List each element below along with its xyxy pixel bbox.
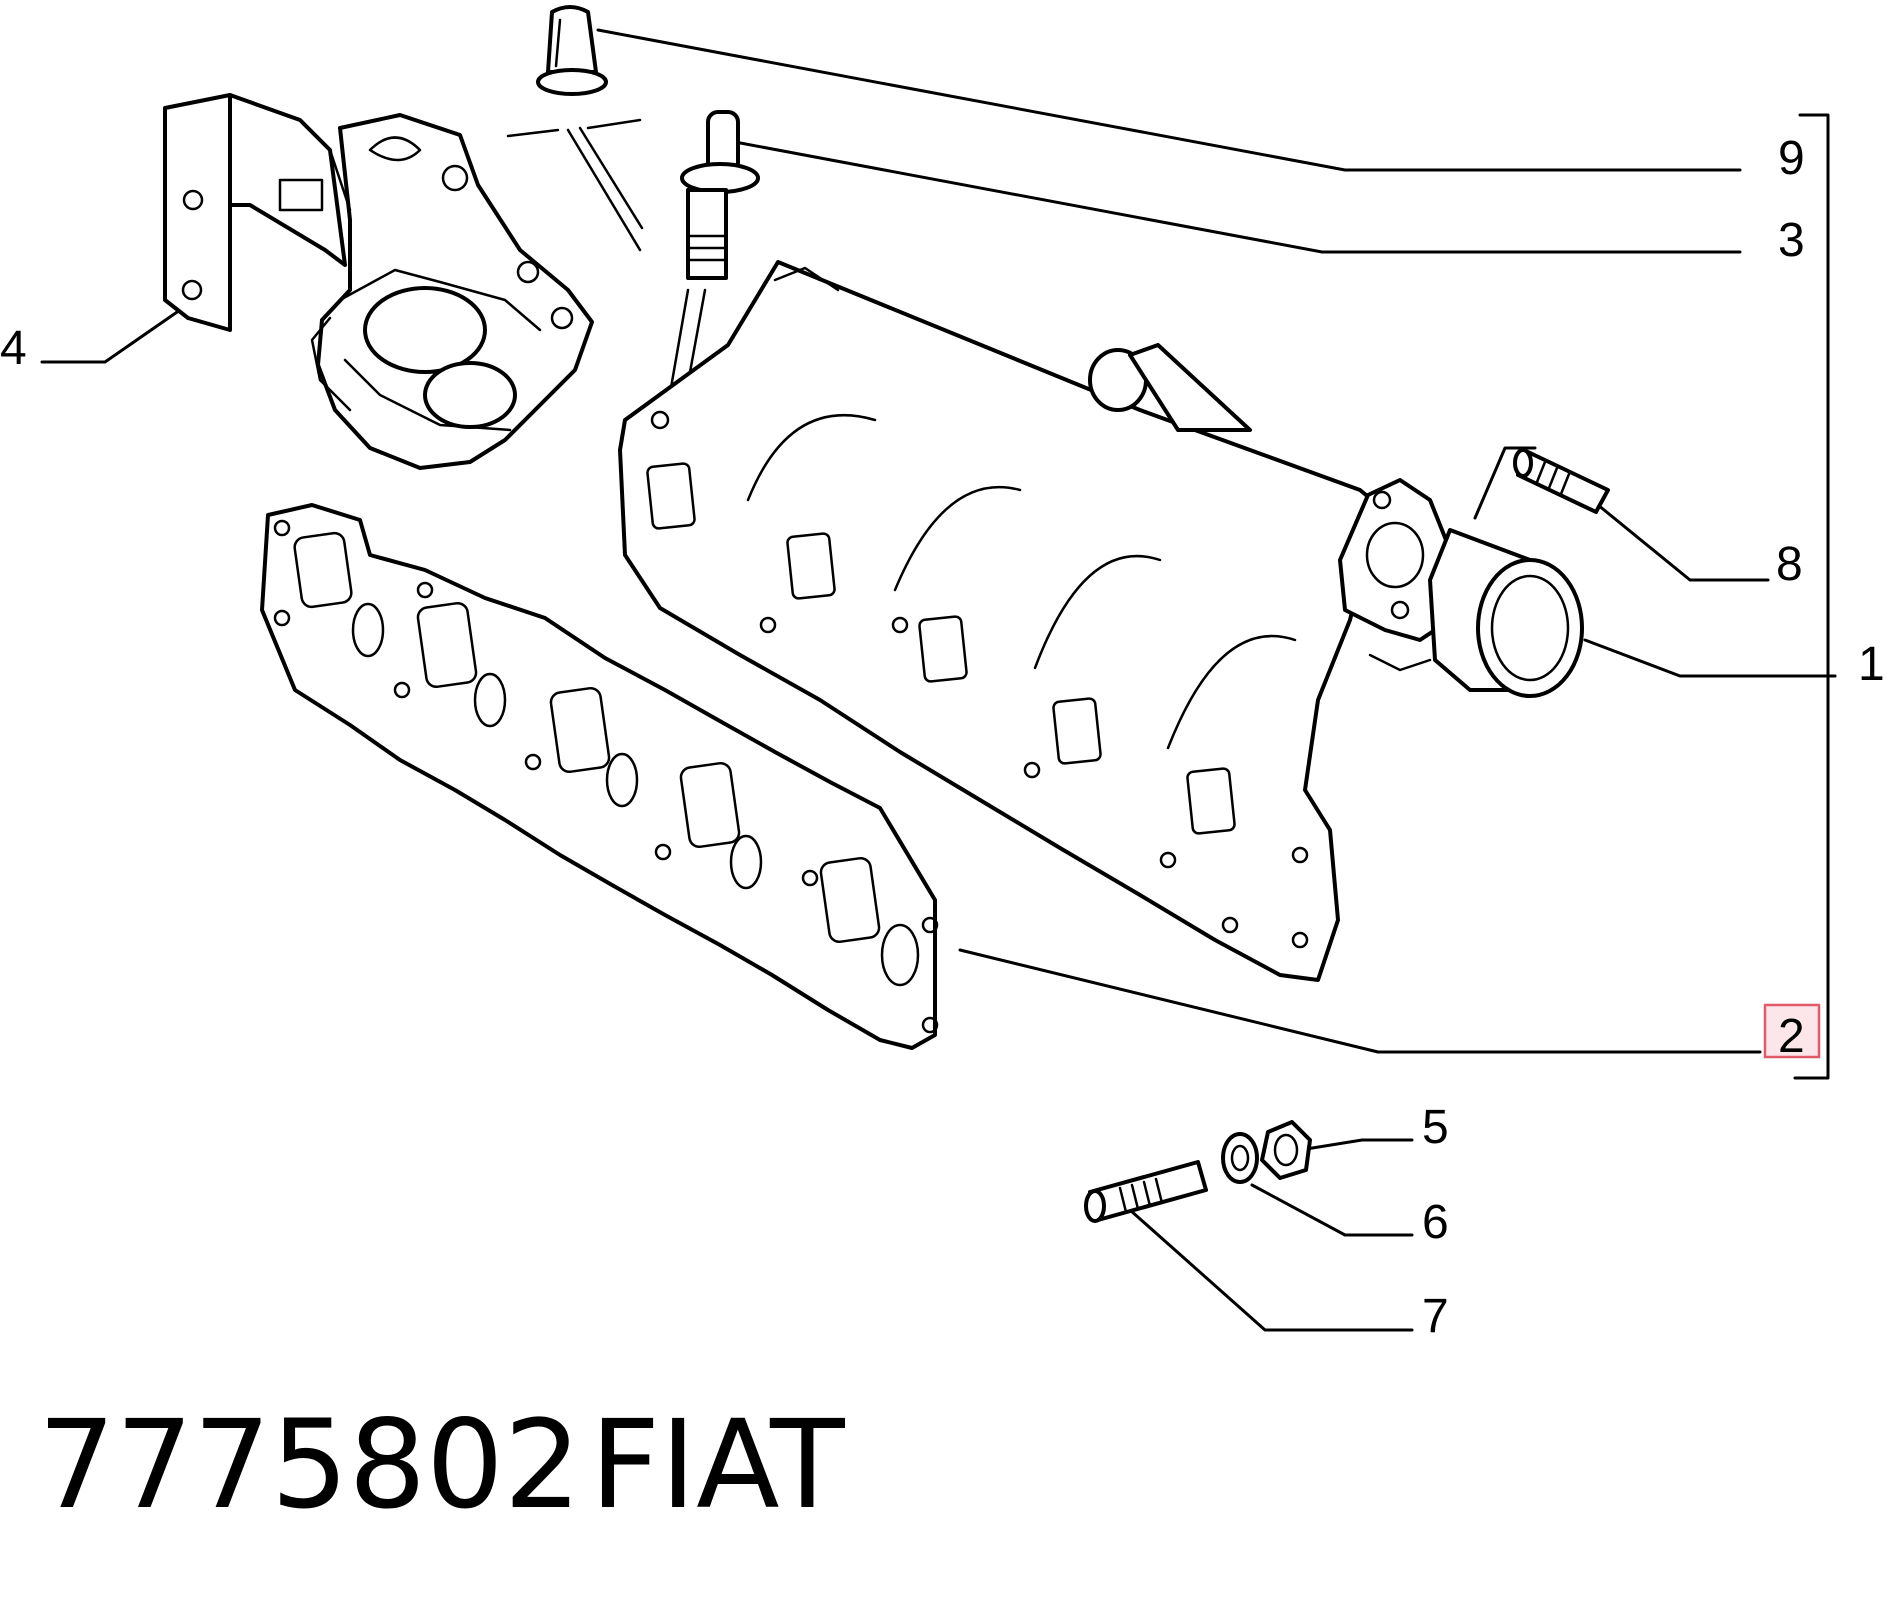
callout-6: 6 [1422,1196,1449,1249]
part-8-stud [1513,448,1610,514]
part-1-intake-manifold [618,260,1584,982]
leader-8-stud-to-manifold [1473,446,1537,520]
callout-9: 9 [1778,132,1805,185]
callout-4: 4 [0,322,27,375]
callout-3: 3 [1778,214,1805,267]
part-3-stud [666,110,760,407]
part-9-cap [536,5,608,96]
callout-2: 2 [1778,1010,1805,1063]
part-7-stud [1084,1160,1208,1223]
assembly-guide-lines [506,118,644,252]
callout-5: 5 [1422,1101,1449,1154]
part-6-washer [1221,1132,1259,1184]
brand-name: FIAT [590,1394,845,1536]
part-5-nut [1260,1120,1312,1180]
throttle-body [310,113,594,470]
part-2-gasket [260,503,939,1050]
callout-2-highlight [1763,1003,1821,1059]
leader-5 [1298,1138,1414,1152]
callout-labels: 9 3 4 8 1 2 5 6 7 [0,132,1885,1343]
leader-6 [1250,1183,1414,1237]
part-4-bracket [163,93,347,332]
callout-7: 7 [1422,1290,1449,1343]
leader-9 [596,28,1742,172]
leader-4 [40,308,182,364]
leader-lines [40,28,1837,1332]
leader-3 [733,140,1742,254]
leader-8 [1596,503,1770,582]
assembly-bracket [1793,113,1830,1080]
callout-1: 1 [1858,638,1885,691]
leader-1 [1583,638,1837,678]
leader-2 [958,948,1762,1054]
part-number: 7775802 [38,1394,582,1536]
leader-7 [1128,1208,1414,1332]
callout-8: 8 [1776,538,1803,591]
